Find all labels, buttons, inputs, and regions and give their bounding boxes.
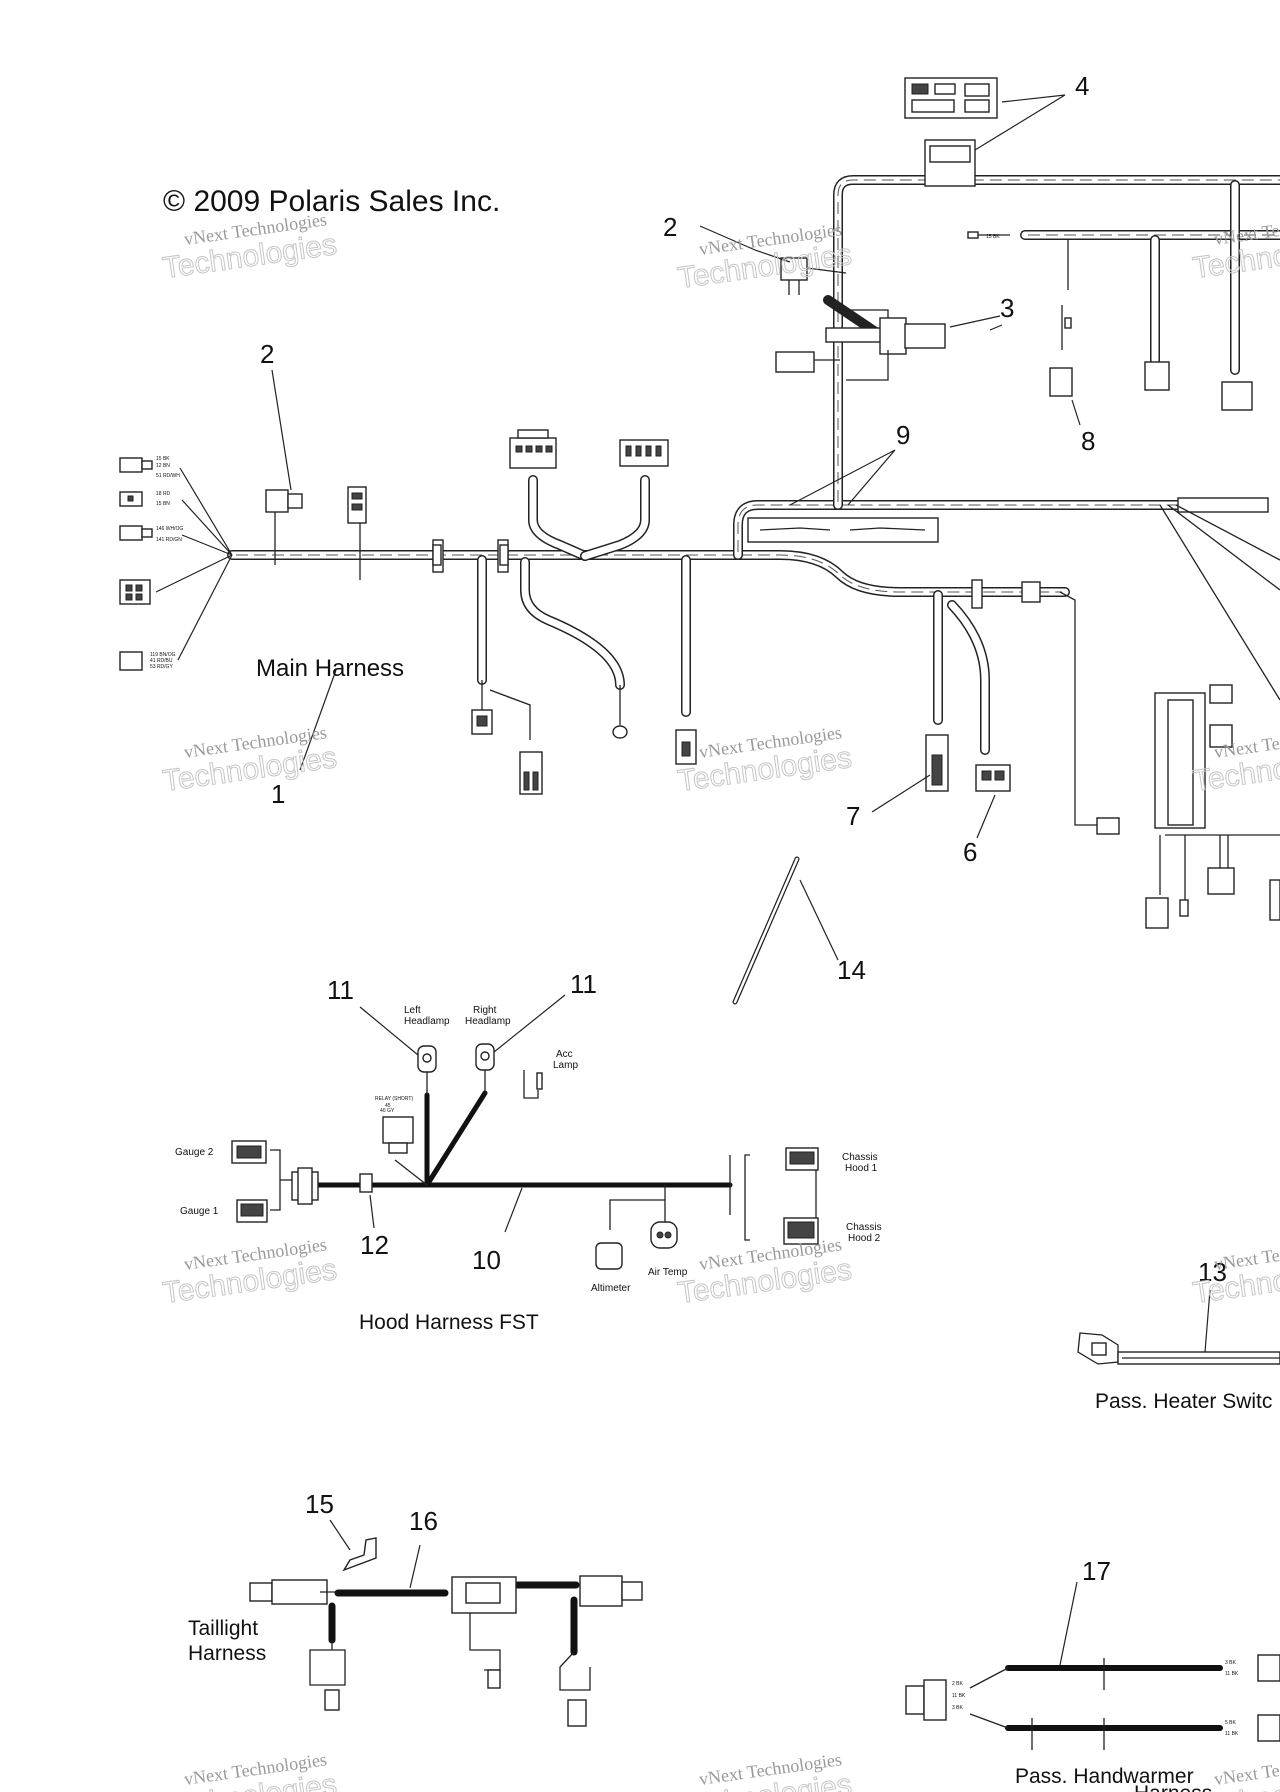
right-headlamp-label-1: Right [473,1005,497,1016]
callout-11-left: 11 [327,975,354,1005]
hood-harness: RELAY (SHORT) 45 40 GY [231,994,819,1270]
acc-lamp-label-2: Lamp [553,1060,578,1071]
pass-heater-switch-harness [1077,1289,1280,1365]
svg-text:15 BN: 15 BN [156,501,170,507]
svg-text:15 BK: 15 BK [156,456,170,462]
svg-text:53 RD/GY: 53 RD/GY [150,664,173,670]
dash-panel [747,517,939,543]
hood-harness-label: Hood Harness FST [359,1311,539,1334]
copyright-text: © 2009 Polaris Sales Inc. [163,185,500,218]
chassis-hood-1-label-1: Chassis [842,1152,878,1163]
air-temp-label: Air Temp [648,1267,688,1278]
main-harness-label: Main Harness [256,655,404,682]
svg-text:41 RD/BU: 41 RD/BU [150,658,173,664]
acc-lamp-label-1: Acc [556,1049,573,1060]
gauge-2-label: Gauge 2 [175,1147,214,1158]
svg-text:11 BK: 11 BK [1225,1731,1239,1737]
relay-left [265,489,289,513]
callout-4: 4 [1075,71,1089,101]
callout-2-left: 2 [260,339,274,369]
svg-text:146 WH/OG: 146 WH/OG [156,526,183,532]
svg-text:3 BK: 3 BK [1225,1660,1237,1666]
callout-3: 3 [1000,293,1014,323]
callout-6: 6 [963,837,977,867]
callout-13: 13 [1198,1257,1227,1287]
svg-text:RELAY (SHORT): RELAY (SHORT) [375,1096,413,1102]
callout-15: 15 [305,1489,334,1519]
svg-text:11 BK: 11 BK [1225,1671,1239,1677]
svg-text:45: 45 [385,1103,391,1109]
callout-11-right: 11 [570,969,597,999]
left-headlamp-label-2: Headlamp [404,1016,450,1027]
right-headlamp-label-2: Headlamp [465,1016,511,1027]
svg-text:12 BN: 12 BN [156,463,170,469]
svg-text:141 RD/GN: 141 RD/GN [156,537,182,543]
taillight-harness-label-2: Harness [188,1642,266,1665]
callout-17: 17 [1082,1556,1111,1586]
callout-2-top: 2 [663,212,677,242]
altimeter-label: Altimeter [591,1283,631,1294]
callout-10: 10 [472,1245,501,1275]
callout-14: 14 [837,955,866,985]
callout-9: 9 [896,420,910,450]
callout-12: 12 [360,1230,389,1260]
gauge-1-label: Gauge 1 [180,1206,219,1217]
callout-7: 7 [846,801,860,831]
chassis-hood-2-label-2: Hood 2 [848,1233,881,1244]
callout-8: 8 [1081,426,1095,456]
taillight-harness [249,1519,643,1727]
svg-text:11 BK: 11 BK [952,1693,966,1699]
callout-1: 1 [271,779,285,809]
svg-text:40 GY: 40 GY [380,1108,395,1114]
taillight-harness-label-1: Taillight [188,1617,258,1640]
callout-16: 16 [409,1506,438,1536]
chassis-hood-1-label-2: Hood 1 [845,1163,878,1174]
pass-heater-switch-label: Pass. Heater Switc [1095,1390,1272,1413]
pass-handwarmer-label-2: Harness [1134,1782,1212,1792]
svg-text:2 BK: 2 BK [952,1681,964,1687]
pass-handwarmer-harness: 2 BK 11 BK 3 BK 3 BK 11 BK 5 BK 11 BK [905,1581,1280,1750]
svg-text:5 BK: 5 BK [1225,1720,1237,1726]
chassis-hood-2-label-1: Chassis [846,1222,882,1233]
svg-text:119 BN/OG: 119 BN/OG [150,652,176,658]
left-headlamp-label-1: Left [404,1005,421,1016]
svg-text:15 BK: 15 BK [986,234,1000,240]
pass-handwarmer-label-1: Pass. Handwarmer [1015,1765,1194,1788]
svg-text:3 BK: 3 BK [952,1705,964,1711]
svg-text:18 RD: 18 RD [156,491,171,497]
svg-text:51 RD/WH: 51 RD/WH [156,473,180,479]
